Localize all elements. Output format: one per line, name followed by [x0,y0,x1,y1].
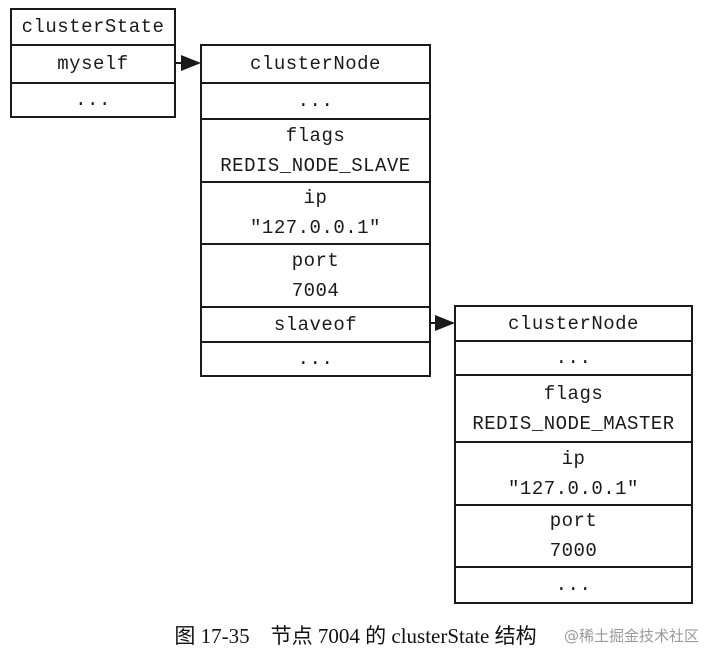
master-node-ip: ip "127.0.0.1" [456,443,691,506]
master-flags-value: REDIS_NODE_MASTER [472,412,675,435]
cluster-state-box: clusterState myself ... [10,8,176,118]
slave-ip-label: ip [303,187,328,209]
slave-flags-label: flags [285,124,346,147]
slave-node-title: clusterNode [202,46,429,84]
master-ip-value: "127.0.0.1" [508,477,639,500]
cluster-node-slave-box: clusterNode ... flags REDIS_NODE_SLAVE i… [200,44,431,377]
cluster-state-title: clusterState [12,10,174,46]
slave-node-slaveof: slaveof [202,308,429,343]
cluster-node-master-box: clusterNode ... flags REDIS_NODE_MASTER … [454,305,693,604]
watermark: @稀土掘金技术社区 [563,627,699,645]
master-node-ellipsis-top: ... [456,342,691,376]
slave-ip-value: "127.0.0.1" [250,217,381,239]
master-port-label: port [549,510,598,532]
master-node-flags: flags REDIS_NODE_MASTER [456,376,691,443]
slave-node-ellipsis-bottom: ... [297,348,334,370]
slave-node-flags: flags REDIS_NODE_SLAVE [202,120,429,183]
slave-port-value: 7004 [291,279,340,302]
slave-node-ip: ip "127.0.0.1" [202,183,429,245]
master-node-port: port 7000 [456,506,691,568]
slave-node-ellipsis-top: ... [202,84,429,120]
slave-port-label: port [291,249,340,272]
slave-flags-value: REDIS_NODE_SLAVE [220,154,411,177]
figure-caption: 图 17-35 节点 7004 的 clusterState 结构 [174,624,537,648]
master-flags-label: flags [543,382,604,405]
master-node-title: clusterNode [456,307,691,342]
slave-node-port: port 7004 [202,245,429,308]
master-ip-label: ip [561,447,586,470]
cluster-state-myself: myself [12,46,174,84]
master-node-ellipsis-bottom: ... [555,574,592,596]
cluster-state-ellipsis: ... [75,89,111,111]
master-port-value: 7000 [549,540,598,562]
